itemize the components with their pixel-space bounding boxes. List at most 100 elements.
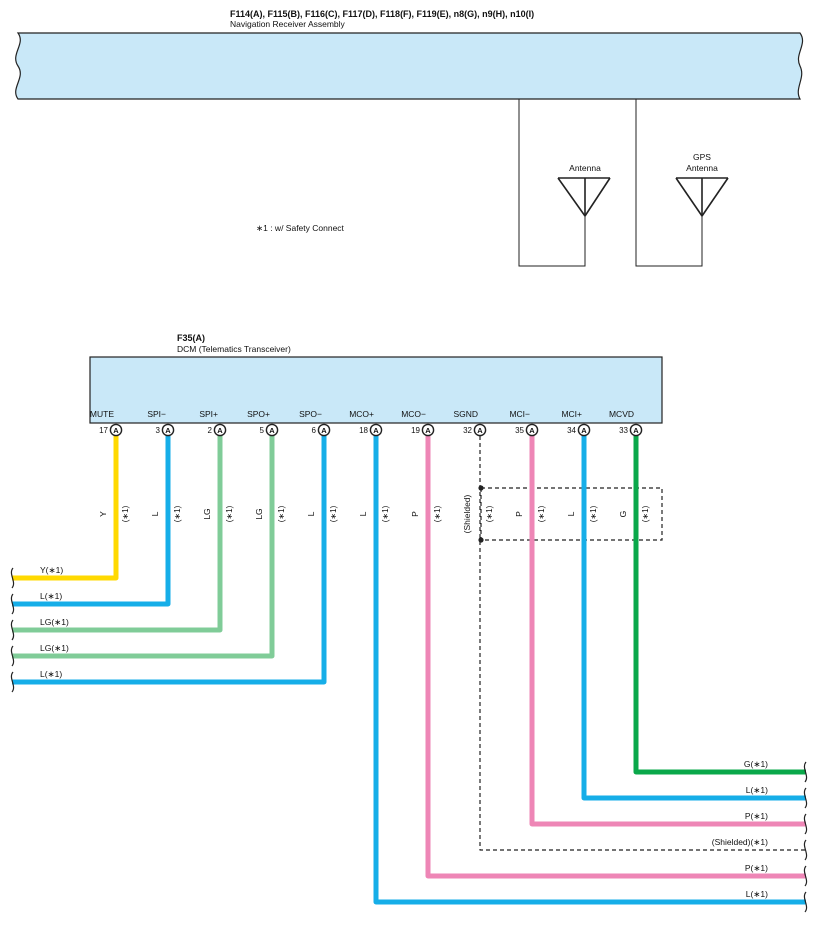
gps-antenna-loop — [635, 99, 703, 267]
wire-color-label: Y — [98, 511, 108, 517]
wire-note-label: (∗1) — [641, 505, 650, 522]
pin-name-label: SPO+ — [247, 409, 270, 419]
pin-connector-letter: A — [633, 426, 639, 435]
right-break-mark — [803, 813, 808, 835]
left-wire-label: LG(∗1) — [40, 643, 69, 653]
dcm-name: DCM (Telematics Transceiver) — [177, 344, 291, 354]
wire-note-label: (∗1) — [173, 505, 182, 522]
antenna-icon — [557, 177, 611, 217]
antenna-loop — [518, 99, 586, 267]
top-connector-codes: F114(A), F115(B), F116(C), F117(D), F118… — [230, 9, 534, 19]
wire-note-label: (∗1) — [225, 505, 234, 522]
left-break-mark — [10, 593, 15, 615]
pin-number-label: 19 — [411, 426, 420, 435]
wire-note-label: (∗1) — [433, 505, 442, 522]
pin-number-label: 2 — [208, 426, 213, 435]
wire-spo-6 — [12, 436, 327, 685]
wire-mute-17 — [12, 436, 119, 581]
right-wire-label: L(∗1) — [746, 785, 768, 795]
wire-note-label: (∗1) — [121, 505, 130, 522]
right-break-mark — [803, 839, 808, 861]
wire-note-label: (∗1) — [329, 505, 338, 522]
wire-color-label: P — [410, 511, 420, 517]
top-connector-name: Navigation Receiver Assembly — [230, 19, 346, 29]
pin-name-label: MCI− — [509, 409, 530, 419]
pin-connector-circle — [421, 423, 435, 437]
wire-note-label: (∗1) — [381, 505, 390, 522]
left-break-mark — [10, 567, 15, 589]
wire-note-label: (∗1) — [537, 505, 546, 522]
pin-name-label: MCO− — [401, 409, 426, 419]
wire-mco-19 — [425, 436, 806, 879]
shield-box — [480, 487, 663, 541]
left-break-mark — [10, 671, 15, 693]
labels-group: MUTE17Y(∗1)SPI−3L(∗1)SPI+2LG(∗1)SPO+5LG(… — [40, 409, 768, 899]
antenna-label: Antenna — [569, 163, 601, 173]
left-wire-label: L(∗1) — [40, 669, 62, 679]
pin-connector-circle — [213, 423, 227, 437]
right-break-mark — [803, 761, 808, 783]
wire-color-label: L — [358, 511, 368, 516]
wire-sgnd-32 — [479, 436, 806, 851]
left-break-mark — [10, 645, 15, 667]
wire-color-label: LG — [202, 508, 212, 519]
pin-number-label: 35 — [515, 426, 524, 435]
wire-color-label: P — [514, 511, 524, 517]
wire-color-label: LG — [254, 508, 264, 519]
pin-connector-letter: A — [425, 426, 431, 435]
pin-connector-circle — [473, 423, 487, 437]
pin-connector-circle — [161, 423, 175, 437]
pin-number-label: 5 — [260, 426, 265, 435]
right-break-mark — [803, 865, 808, 887]
left-wire-label: Y(∗1) — [40, 565, 63, 575]
pin-connector-letter: A — [269, 426, 275, 435]
pin-number-label: 18 — [359, 426, 368, 435]
left-wire-label: L(∗1) — [40, 591, 62, 601]
wire-mco-18 — [373, 436, 806, 905]
wire-note-label: (∗1) — [485, 505, 494, 522]
pin-connector-letter: A — [113, 426, 119, 435]
dcm-component: F35(A) DCM (Telematics Transceiver) — [89, 333, 663, 424]
pin-name-label: SPO− — [299, 409, 322, 419]
gps-antenna-icon — [675, 177, 729, 217]
left-wire-label: LG(∗1) — [40, 617, 69, 627]
right-wire-label: (Shielded)(∗1) — [712, 837, 768, 847]
pin-name-label: MCVD — [609, 409, 634, 419]
pin-connector-circle — [265, 423, 279, 437]
safety-connect-note: ∗1 : w/ Safety Connect — [256, 223, 345, 233]
pin-name-label: SPI− — [147, 409, 166, 419]
right-wire-label: L(∗1) — [746, 889, 768, 899]
left-break-mark — [10, 619, 15, 641]
pin-connector-letter: A — [321, 426, 327, 435]
pin-connector-letter: A — [165, 426, 171, 435]
pin-connector-circle — [369, 423, 383, 437]
pin-number-label: 3 — [156, 426, 161, 435]
dcm-body — [89, 356, 663, 424]
wire-color-label: L — [150, 511, 160, 516]
pin-connector-letter: A — [529, 426, 535, 435]
pin-name-label: MCI+ — [561, 409, 582, 419]
shield-junction-top — [478, 485, 484, 491]
pin-number-label: 6 — [312, 426, 317, 435]
pin-number-label: 17 — [99, 426, 108, 435]
pin-number-label: 33 — [619, 426, 628, 435]
wires-group — [10, 436, 808, 913]
right-wire-label: P(∗1) — [745, 863, 768, 873]
pin-connector-letter: A — [477, 426, 483, 435]
dcm-connector-code: F35(A) — [177, 333, 205, 343]
pin-connector-circle — [577, 423, 591, 437]
navigation-receiver-assembly: F114(A), F115(B), F116(C), F117(D), F118… — [15, 9, 804, 100]
pin-connector-letter: A — [217, 426, 223, 435]
wire-color-label: (Shielded) — [462, 494, 472, 533]
pin-connector-circle — [317, 423, 331, 437]
wire-mci-35 — [529, 436, 806, 827]
wire-note-label: (∗1) — [589, 505, 598, 522]
pin-connector-circle — [629, 423, 643, 437]
wire-spo-5 — [12, 436, 275, 659]
pin-connector-circle — [109, 423, 123, 437]
wire-spi-2 — [12, 436, 223, 633]
right-break-mark — [803, 787, 808, 809]
navigation-receiver-body — [15, 32, 804, 100]
